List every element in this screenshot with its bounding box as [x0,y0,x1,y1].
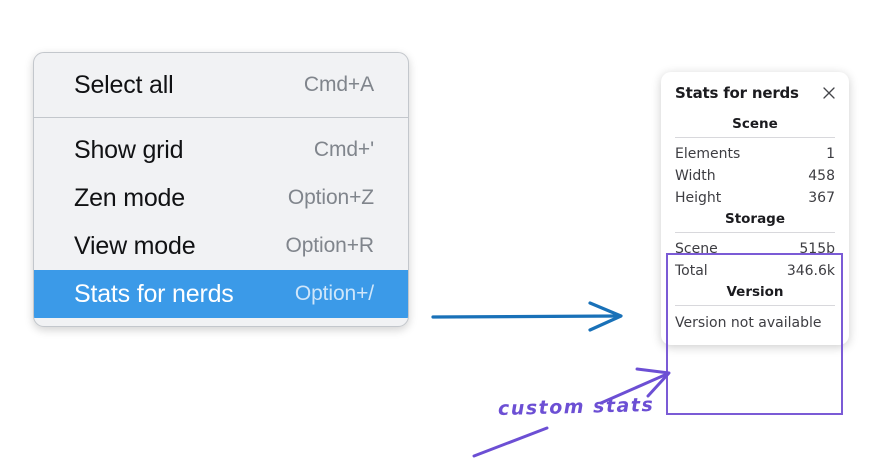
stat-row-scene-storage: Scene 515b [675,238,835,260]
menu-item-shortcut: Cmd+A [303,73,374,96]
menu-item-label: Select all [74,70,174,99]
stat-label: Elements [675,146,741,162]
panel-body: Scene Elements 1 Width 458 Height 367 St… [661,114,849,333]
section-divider [675,232,835,233]
section-divider [675,137,835,138]
menu-item-view-mode[interactable]: View mode Option+R [34,222,408,270]
menu-group-1: Select all Cmd+A [34,53,408,117]
menu-item-shortcut: Cmd+' [313,138,374,161]
handwritten-note: custom stats [497,393,655,421]
close-icon[interactable] [821,85,837,101]
stat-label: Scene [675,241,718,257]
menu-item-show-grid[interactable]: Show grid Cmd+' [34,126,408,174]
stat-label: Total [675,263,708,279]
stat-row-total-storage: Total 346.6k [675,260,835,282]
menu-item-zen-mode[interactable]: Zen mode Option+Z [34,174,408,222]
stat-value: 458 [808,168,835,184]
context-menu[interactable]: Select all Cmd+A Show grid Cmd+' Zen mod… [33,52,409,327]
version-value: Version not available [675,315,822,331]
stat-label: Height [675,190,722,206]
menu-item-shortcut: Option+/ [294,282,374,305]
menu-item-label: Stats for nerds [74,279,234,308]
stat-label: Width [675,168,716,184]
stats-for-nerds-panel: Stats for nerds Scene Elements 1 Width 4… [661,72,849,345]
stat-value: 515b [799,241,835,257]
stat-row-height: Height 367 [675,187,835,209]
stat-row-width: Width 458 [675,165,835,187]
stat-value: 1 [826,146,835,162]
section-heading-storage: Storage [724,211,786,227]
panel-header: Stats for nerds [661,84,849,102]
menu-group-2: Show grid Cmd+' Zen mode Option+Z View m… [34,117,408,326]
section-heading-version: Version [726,284,784,300]
menu-item-label: View mode [74,231,196,260]
arrow-right-icon [431,301,623,332]
menu-item-select-all[interactable]: Select all Cmd+A [34,61,408,109]
menu-item-label: Zen mode [74,183,185,212]
menu-item-shortcut: Option+R [285,234,374,257]
stat-value: 367 [808,190,835,206]
menu-item-stats-for-nerds[interactable]: Stats for nerds Option+/ [34,270,408,318]
stat-row-elements: Elements 1 [675,143,835,165]
menu-item-label: Show grid [74,135,184,164]
section-heading-scene: Scene [732,116,778,132]
menu-item-shortcut: Option+Z [287,186,374,209]
panel-title: Stats for nerds [675,84,799,102]
stat-value: 346.6k [786,263,835,279]
section-divider [675,305,835,306]
underline-stroke [472,426,549,458]
